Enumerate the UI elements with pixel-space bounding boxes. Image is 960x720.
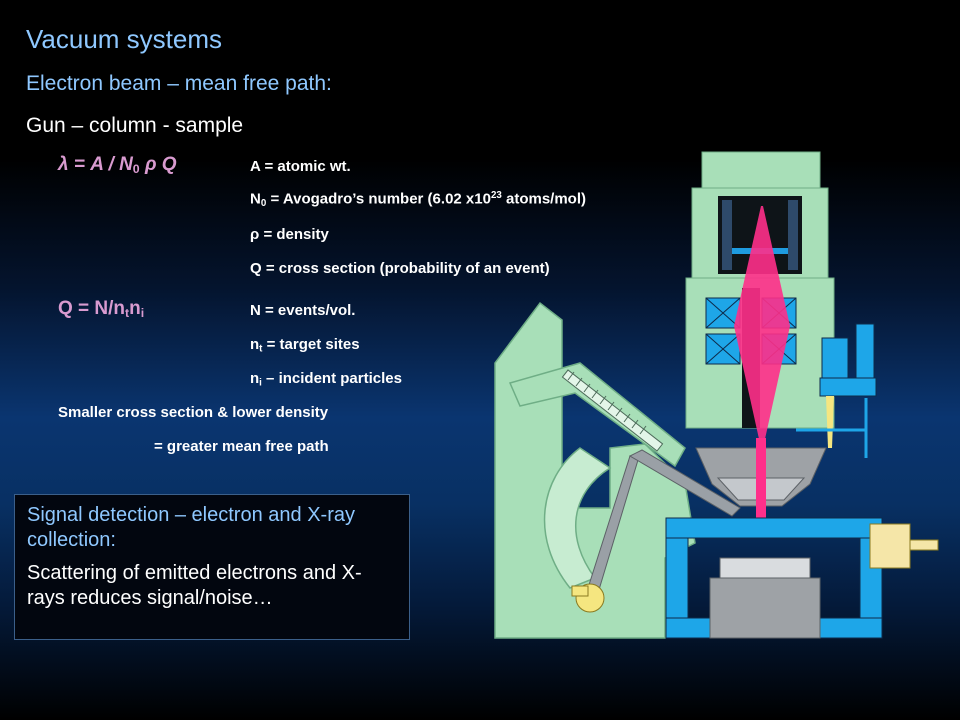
specimen-stage-top — [719, 557, 811, 579]
def-avogadro: N0 = Avogadro’s number (6.02 x1023 atoms… — [250, 190, 586, 209]
electron-beam — [734, 206, 790, 448]
def-atomic-weight: A = atomic wt. — [250, 158, 351, 175]
summary-line-2: = greater mean free path — [154, 438, 329, 455]
signal-detection-heading: Signal detection – electron and X-ray co… — [27, 504, 355, 551]
chamber-lid — [665, 517, 883, 539]
cross-section-equation: Q = N/ntni — [58, 298, 145, 321]
signal-detection-body: Scattering of emitted electrons and X-ra… — [27, 562, 362, 609]
side-detector-port — [869, 523, 911, 569]
electron-beam-lower — [756, 438, 766, 518]
specimen-stage — [709, 577, 821, 639]
summary-line-1: Smaller cross section & lower density — [58, 404, 329, 421]
def-cross-section: Q = cross section (probability of an eve… — [250, 260, 550, 277]
def-density: ρ = density — [250, 226, 329, 243]
curved-shield — [543, 447, 612, 589]
detector-arm — [508, 362, 686, 468]
def-events-per-volume: N = events/vol. — [250, 302, 356, 319]
def-incident-particles: ni – incident particles — [250, 370, 402, 389]
def-target-sites: nt = target sites — [250, 336, 360, 355]
yellow-beam-path — [826, 396, 834, 448]
detector-rod-2 — [628, 449, 741, 517]
slide-subtitle: Electron beam – mean free path: — [26, 72, 332, 95]
bellows-coil — [561, 369, 664, 452]
side-port — [855, 323, 875, 381]
sem-column-diagram — [494, 151, 939, 639]
mean-free-path-equation: λ = A / N0 ρ Q — [58, 154, 177, 177]
signal-detection-box: Signal detection – electron and X-ray co… — [14, 494, 410, 640]
aperture-drive — [821, 337, 849, 379]
section-heading: Gun – column - sample — [26, 114, 244, 137]
gun-housing — [701, 151, 821, 191]
slide-title: Vacuum systems — [26, 24, 223, 54]
